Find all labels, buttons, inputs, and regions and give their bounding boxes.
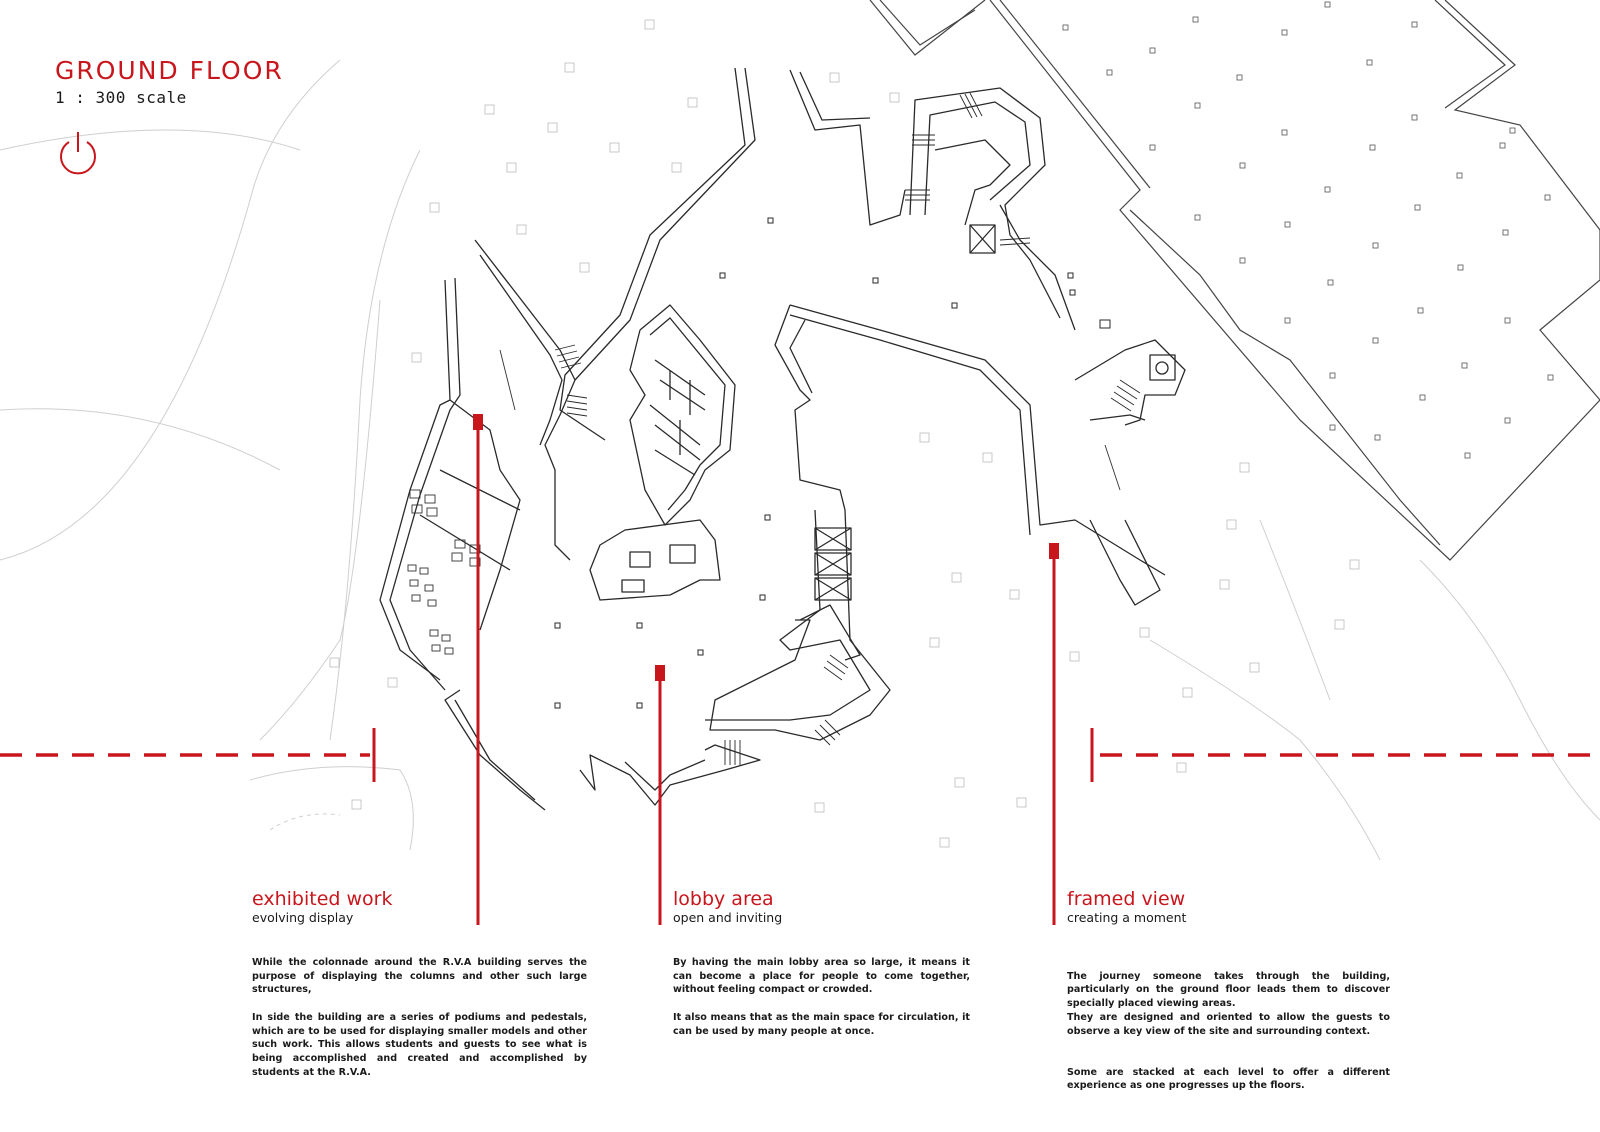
interior-columns (554, 217, 1111, 709)
building-walls (379, 67, 1186, 811)
site-markers (329, 19, 1360, 848)
page-title: GROUND FLOOR (55, 56, 284, 85)
paragraph: Some are stacked at each level to offer … (1067, 1066, 1390, 1092)
callout-body-exhibited-work: While the colonnade around the R.V.A bui… (252, 956, 587, 1079)
section-line (0, 728, 1600, 782)
power-icon (60, 132, 96, 175)
scale-label: 1 : 300 scale (55, 88, 187, 107)
callout-sub-framed-view: creating a moment (1067, 910, 1187, 925)
callout-heading-framed-view: framed view (1067, 888, 1186, 910)
exhibition-podiums (407, 349, 1121, 655)
column-grid-right (1062, 1, 1554, 459)
callout-sub-lobby-area: open and inviting (673, 910, 783, 925)
callout-body-framed-view: The journey someone takes through the bu… (1067, 956, 1390, 1107)
paragraph: While the colonnade around the R.V.A bui… (252, 957, 587, 996)
paragraph: It also means that as the main space for… (673, 1011, 970, 1037)
adjacent-building (869, 0, 1600, 561)
callout-body-lobby-area: By having the main lobby area so large, … (673, 956, 970, 1038)
paragraph: By having the main lobby area so large, … (673, 957, 970, 996)
callout-sub-exhibited-work: evolving display (252, 910, 354, 925)
site-context (0, 59, 1600, 861)
callout-heading-exhibited-work: exhibited work (252, 888, 393, 910)
callout-heading-lobby-area: lobby area (673, 888, 774, 910)
stair-treads (554, 92, 1141, 765)
callout-leaders (473, 414, 1059, 925)
paragraph: In side the building are a series of pod… (252, 1011, 587, 1078)
paragraph: The journey someone takes through the bu… (1067, 970, 1390, 1037)
